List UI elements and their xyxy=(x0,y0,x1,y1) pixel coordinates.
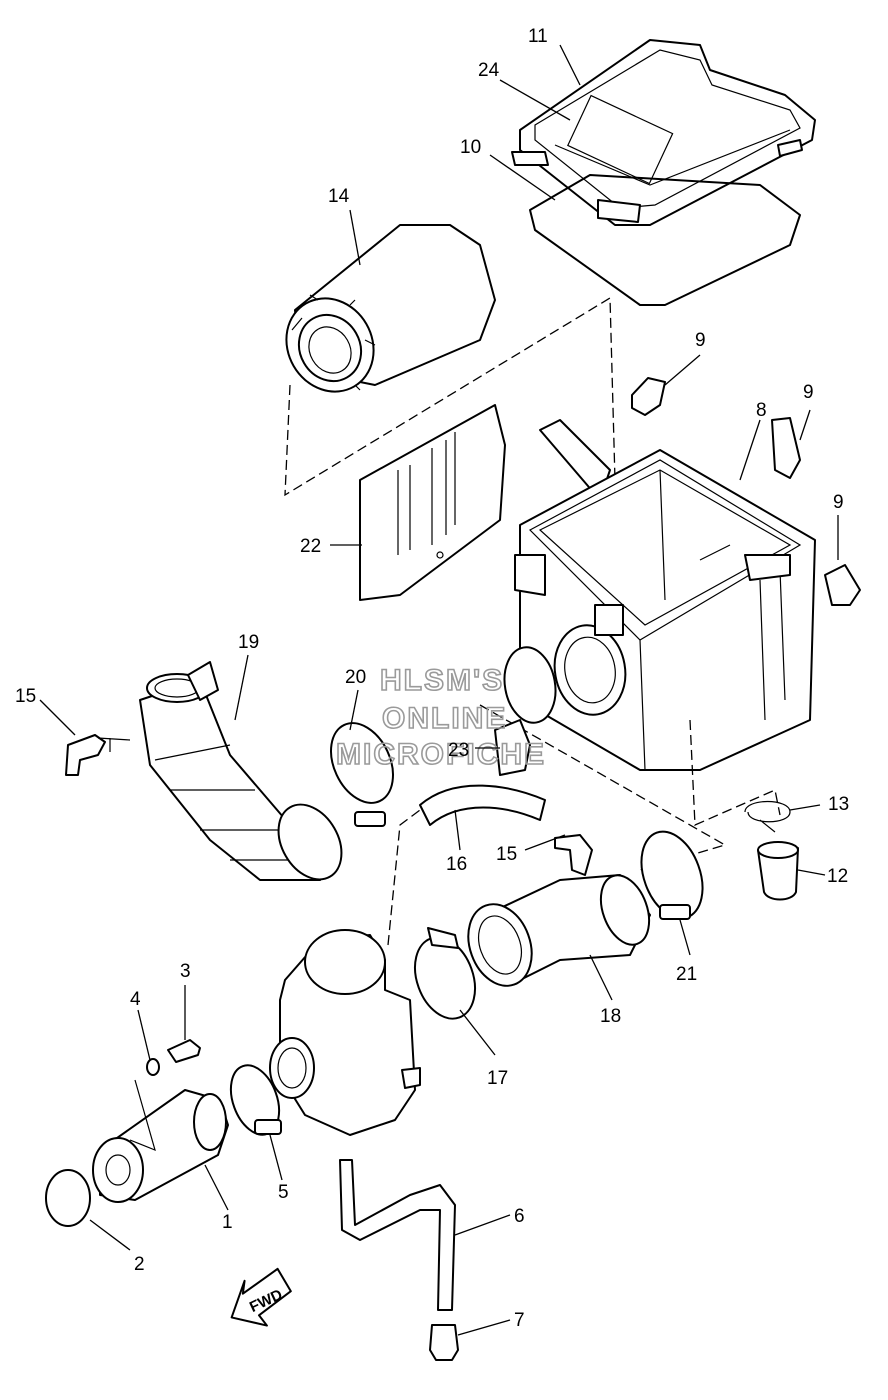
svg-text:ONLINE: ONLINE xyxy=(382,702,507,735)
intake-joint-front xyxy=(467,874,651,987)
callout-22: 22 xyxy=(300,536,321,557)
callout-11: 11 xyxy=(528,26,548,47)
callout-10: 10 xyxy=(460,137,481,158)
carb-reference-line xyxy=(387,809,421,946)
screw xyxy=(167,1039,201,1063)
callout-21: 21 xyxy=(676,964,697,985)
carburetor-joint xyxy=(92,1089,229,1203)
drain-clamp xyxy=(744,801,791,833)
washer xyxy=(146,1058,160,1076)
air-box-cover xyxy=(511,39,816,226)
clip-right xyxy=(824,564,861,606)
elbow-fitting-right xyxy=(554,834,593,876)
carburetor xyxy=(269,929,421,1136)
callout-6: 6 xyxy=(514,1206,525,1227)
clip-upper xyxy=(631,377,666,416)
drain-hose xyxy=(339,1159,456,1311)
callout-14: 14 xyxy=(328,186,350,207)
callout-7: 7 xyxy=(514,1310,525,1331)
callout-labels: 11 24 10 14 9 8 9 9 22 19 15 20 23 13 16… xyxy=(15,26,849,1331)
callout-2: 2 xyxy=(134,1254,145,1275)
callout-3: 3 xyxy=(180,961,191,982)
air-filter-element xyxy=(285,224,496,393)
drain-reference-line xyxy=(479,704,781,871)
filter-plate xyxy=(359,404,506,601)
filter-reference-line xyxy=(284,296,619,591)
callout-9-middle: 9 xyxy=(803,382,814,403)
callout-23: 23 xyxy=(448,740,469,761)
intake-duct-rear xyxy=(139,661,343,881)
callout-12: 12 xyxy=(827,866,848,887)
air-box-case xyxy=(503,419,816,771)
clip-middle xyxy=(771,417,801,479)
callout-15-right: 15 xyxy=(496,844,517,865)
callout-5: 5 xyxy=(278,1182,289,1203)
callout-9-upper: 9 xyxy=(695,330,706,351)
callout-8: 8 xyxy=(756,400,767,421)
joint-reference-line xyxy=(129,1079,156,1152)
callout-24: 24 xyxy=(478,60,500,81)
svg-text:MICROFICHE: MICROFICHE xyxy=(336,738,546,771)
svg-text:HLSM'S: HLSM'S xyxy=(380,664,504,697)
hose-holder xyxy=(494,719,531,776)
drain-cap xyxy=(757,847,799,901)
elbow-fitting-left xyxy=(65,734,106,776)
callout-16: 16 xyxy=(446,854,467,875)
hose-clamp-20 xyxy=(330,722,394,804)
watermark: HLSM'S ONLINE MICROFICHE xyxy=(335,663,546,772)
o-ring xyxy=(45,1169,91,1227)
callout-19: 19 xyxy=(238,632,259,653)
callout-17: 17 xyxy=(487,1068,508,1089)
hose-fitting xyxy=(429,1324,459,1361)
callout-1: 1 xyxy=(222,1212,233,1233)
callout-4: 4 xyxy=(130,989,141,1010)
forward-arrow: FWD xyxy=(230,1267,292,1327)
callout-15-left: 15 xyxy=(15,686,36,707)
callout-13: 13 xyxy=(828,794,849,815)
callout-18: 18 xyxy=(600,1006,621,1027)
cover-gasket xyxy=(529,174,801,306)
breather-hose xyxy=(419,784,546,826)
callout-20: 20 xyxy=(345,667,366,688)
callout-9-right: 9 xyxy=(833,492,844,513)
leader-lines xyxy=(39,44,839,1336)
